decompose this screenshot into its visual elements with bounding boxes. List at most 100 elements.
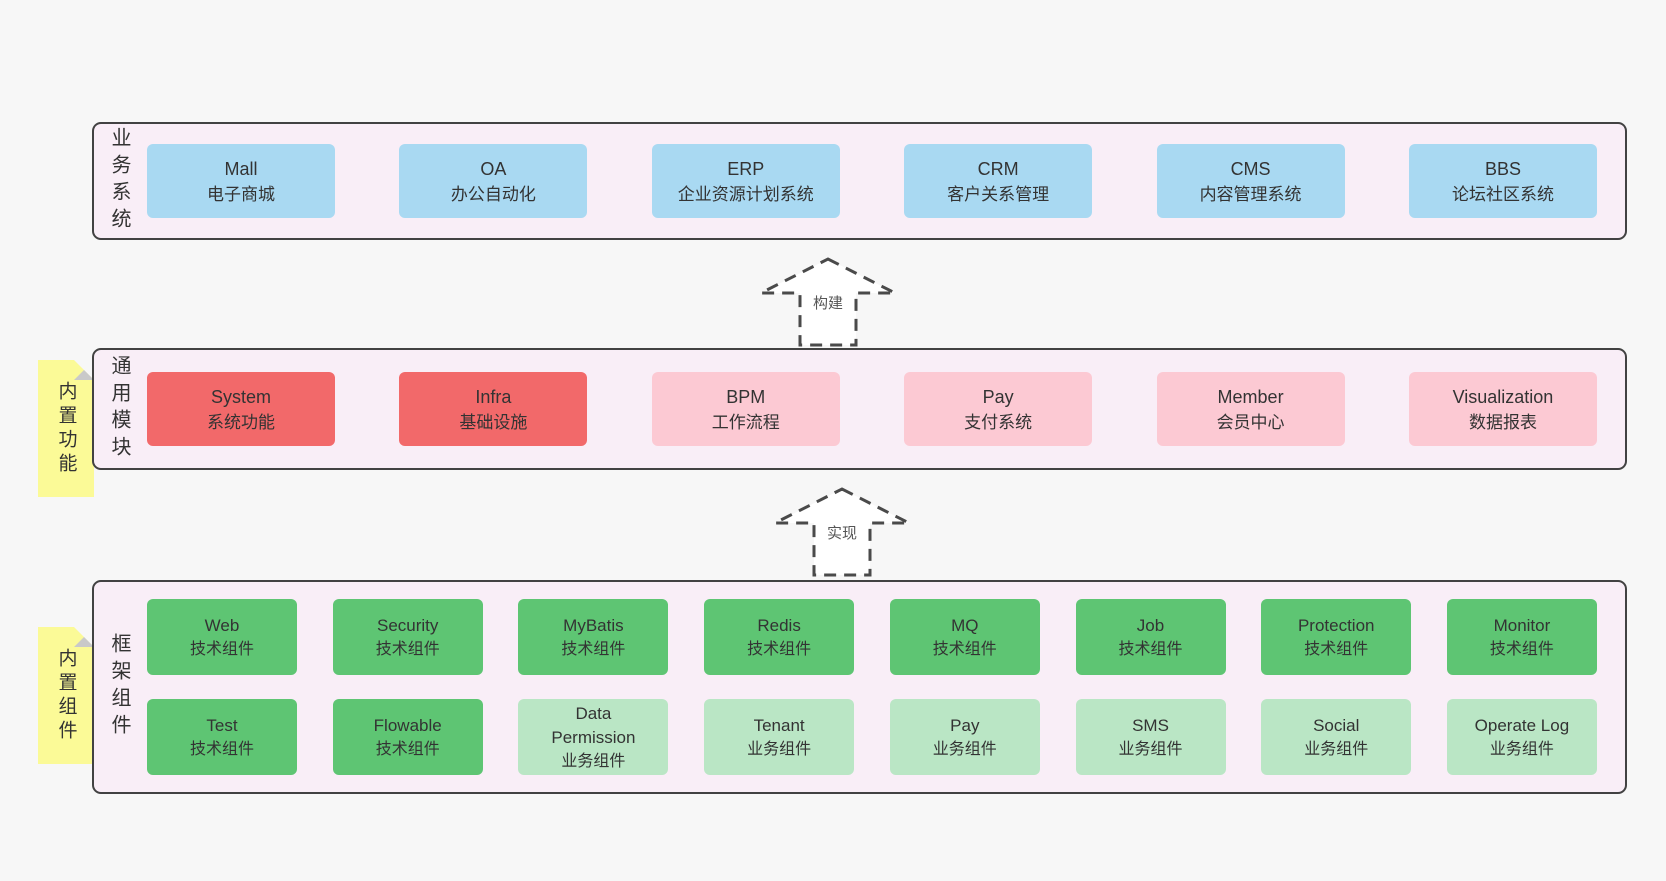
component-subtitle: 工作流程 [711,412,780,432]
component-subtitle: 技术组件 [1304,640,1369,658]
component-subtitle: 技术组件 [932,640,997,658]
implement-arrow: 实现 [772,486,912,578]
component-subtitle: 系统功能 [207,412,275,432]
component-box: MQ 技术组件 [889,599,1040,675]
component-box: System 系统功能 [147,372,335,446]
box-row: System 系统功能 Infra 基础设施 BPM 工作流程 Pay 支付系统 Member 会… [147,350,1625,468]
component-box: Flowable 技术组件 [332,699,483,775]
component-subtitle: 数据报表 [1468,412,1537,432]
component-title: Pay [982,386,1014,407]
component-title: Protection [1297,615,1375,635]
component-title: Test [206,715,238,735]
component-title: SMS [1132,715,1169,735]
box-row: Mall 电子商城 OA 办公自动化 ERP 企业资源计划系统 CRM 客户关系管理 CMS 内容… [147,124,1625,238]
component-subtitle: 业务组件 [747,740,812,758]
component-title: Job [1136,615,1165,635]
component-title: Flowable [373,715,442,735]
arrow-label: 实现 [823,522,861,543]
panel-label: 框架组件 [108,633,130,741]
component-box: OA 办公自动化 [399,144,588,218]
component-box: Mall 电子商城 [147,144,335,218]
component-title: System [210,386,271,407]
component-box: Social 业务组件 [1261,699,1412,775]
component-box: Web 技术组件 [147,599,297,675]
component-box: BBS 论坛社区系统 [1408,144,1597,218]
component-title: Visualization [1452,386,1554,407]
component-title: Monitor [1493,615,1551,635]
component-box: SMS 业务组件 [1075,699,1226,775]
component-subtitle: 技术组件 [189,740,254,758]
component-title: MQ [951,615,979,635]
component-box: Operate Log 业务组件 [1446,699,1597,775]
component-title: Data Permission [551,703,636,747]
component-title: CRM [977,158,1019,179]
component-box: CRM 客户关系管理 [904,144,1093,218]
component-box: Infra 基础设施 [399,372,588,446]
component-subtitle: 支付系统 [964,412,1033,432]
component-title: Pay [950,715,980,735]
component-box: Protection 技术组件 [1261,599,1412,675]
component-box: Test 技术组件 [147,699,297,775]
component-box: Pay 业务组件 [889,699,1040,775]
component-subtitle: 业务组件 [1489,740,1554,758]
component-subtitle: 电子商城 [207,184,275,204]
component-box: Tenant 业务组件 [704,699,855,775]
component-box: MyBatis 技术组件 [518,599,669,675]
component-box: Visualization 数据报表 [1408,372,1597,446]
component-box: Member 会员中心 [1156,372,1345,446]
sticky-note-built-in-features: 内置功能 [38,360,94,497]
component-subtitle: 技术组件 [561,640,626,658]
component-title: MyBatis [563,615,624,635]
component-box: ERP 企业资源计划系统 [651,144,840,218]
component-box: Redis 技术组件 [704,599,855,675]
component-title: Operate Log [1474,715,1570,735]
panel-label: 通用模块 [108,355,130,463]
sticky-note-label: 内置功能 [55,380,77,477]
component-title: CMS [1230,158,1271,179]
component-subtitle: 论坛社区系统 [1451,184,1554,204]
sticky-note-built-in-components: 内置组件 [38,627,94,764]
component-title: Security [376,615,439,635]
common-modules-panel: 通用模块 System 系统功能 Infra 基础设施 BPM 工作流程 Pay 支付系统 Me… [92,348,1627,470]
component-title: BBS [1484,158,1521,179]
component-box: Monitor 技术组件 [1446,599,1597,675]
component-title: Web [204,615,240,635]
component-subtitle: 业务组件 [1118,740,1183,758]
component-box: Job 技术组件 [1075,599,1226,675]
component-box: Data Permission 业务组件 [518,699,669,775]
component-subtitle: 办公自动化 [450,184,536,204]
component-title: BPM [726,386,766,407]
component-box: Pay 支付系统 [904,372,1093,446]
component-subtitle: 技术组件 [747,640,812,658]
arrow-label: 构建 [809,292,847,313]
component-subtitle: 业务组件 [1304,740,1369,758]
component-title: Tenant [753,715,805,735]
component-title: Mall [224,158,258,179]
component-subtitle: 技术组件 [1489,640,1554,658]
component-title: Infra [475,386,512,407]
sticky-note-label: 内置组件 [55,647,77,744]
component-box: CMS 内容管理系统 [1156,144,1345,218]
component-title: OA [480,158,507,179]
component-subtitle: 企业资源计划系统 [677,184,814,204]
component-subtitle: 技术组件 [375,640,440,658]
component-box: Security 技术组件 [332,599,483,675]
component-title: Social [1313,715,1360,735]
build-arrow: 构建 [758,256,898,348]
component-subtitle: 内容管理系统 [1199,184,1302,204]
component-box: BPM 工作流程 [651,372,840,446]
component-subtitle: 技术组件 [1118,640,1183,658]
component-title: Redis [757,615,801,635]
component-subtitle: 业务组件 [932,740,997,758]
component-subtitle: 客户关系管理 [947,184,1050,204]
component-subtitle: 业务组件 [561,752,626,770]
component-subtitle: 会员中心 [1216,412,1285,432]
component-subtitle: 技术组件 [375,740,440,758]
component-subtitle: 基础设施 [459,412,528,432]
component-title: Member [1217,386,1284,407]
component-subtitle: 技术组件 [189,640,254,658]
component-title: ERP [727,158,765,179]
